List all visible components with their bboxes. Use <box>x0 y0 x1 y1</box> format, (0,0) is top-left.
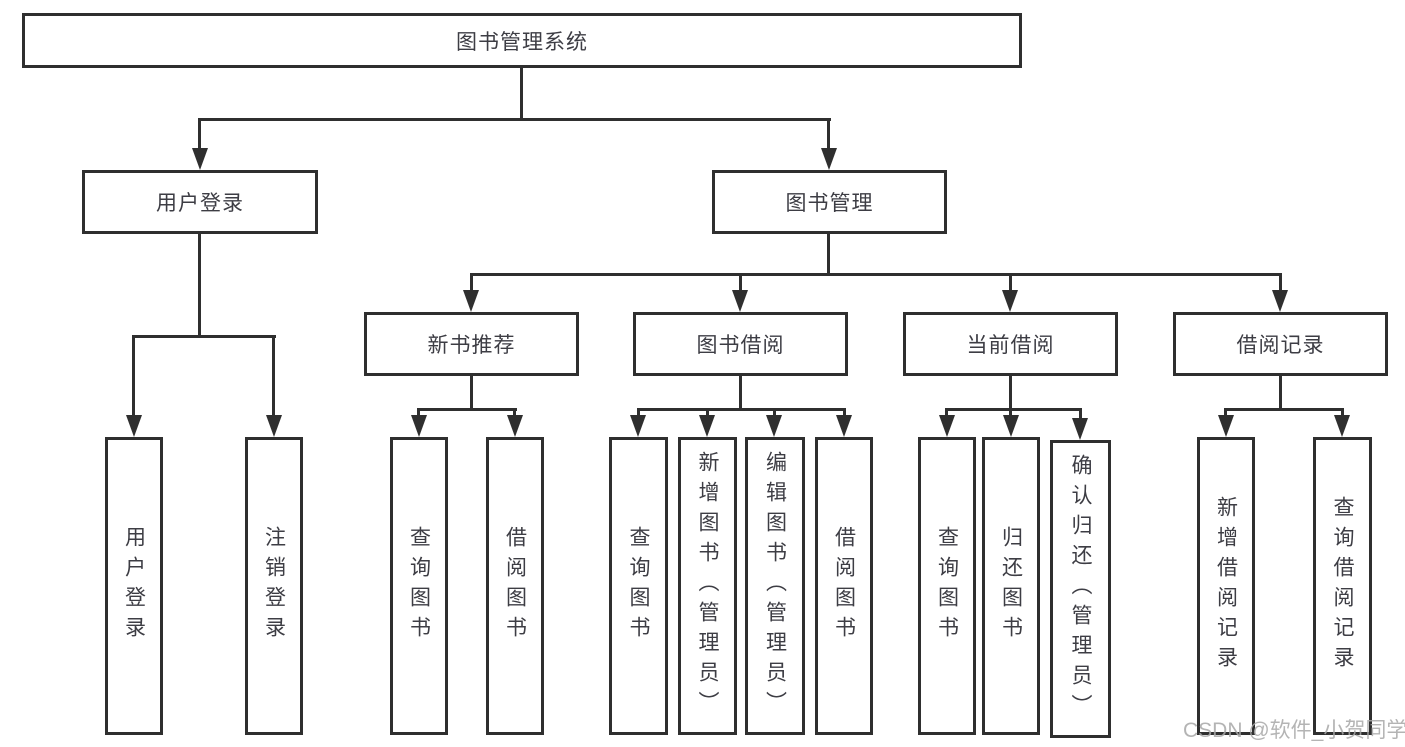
connector-line <box>470 273 473 295</box>
arrowhead-down-icon <box>1218 415 1234 437</box>
connector-line <box>513 408 516 420</box>
connector-line <box>199 118 831 121</box>
arrowhead-down-icon <box>126 415 142 437</box>
connector-line <box>198 118 201 154</box>
connector-line <box>1279 273 1282 295</box>
connector-line <box>132 335 135 419</box>
connector-line <box>1341 408 1344 420</box>
node-book-borrow-label: 图书借阅 <box>696 334 785 357</box>
node-current-borrow-label: 当前借阅 <box>966 334 1055 357</box>
connector-line <box>1224 408 1227 420</box>
connector-line <box>1079 408 1082 420</box>
leaf-current-query-books: 查询图书 <box>918 437 976 735</box>
arrowhead-down-icon <box>939 415 955 437</box>
leaf-records-query-record: 查询借阅记录 <box>1313 437 1372 735</box>
node-user-login-label: 用户登录 <box>156 192 244 215</box>
connector-line <box>706 408 709 420</box>
arrowhead-down-icon <box>411 415 427 437</box>
connector-line <box>945 408 948 420</box>
connector-line <box>418 408 517 411</box>
arrowhead-down-icon <box>821 148 837 170</box>
connector-line <box>739 273 742 295</box>
node-current-borrow: 当前借阅 <box>903 312 1118 376</box>
connector-line <box>417 408 420 420</box>
leaf-borrow-borrow-books: 借阅图书 <box>815 437 873 735</box>
arrowhead-down-icon <box>463 290 479 312</box>
connector-line <box>1225 408 1344 411</box>
arrowhead-down-icon <box>630 415 646 437</box>
arrowhead-down-icon <box>699 415 715 437</box>
leaf-current-return-books: 归还图书 <box>982 437 1040 735</box>
csdn-watermark: CSDN @软件_小贺同学 <box>1183 719 1405 742</box>
node-borrow-records: 借阅记录 <box>1173 312 1388 376</box>
connector-line <box>773 408 776 420</box>
connector-line <box>1009 408 1012 420</box>
node-book-management-label: 图书管理 <box>785 192 874 215</box>
connector-line <box>470 273 1282 276</box>
arrowhead-down-icon <box>1003 415 1019 437</box>
leaf-newbook-borrow-books: 借阅图书 <box>486 437 544 735</box>
connector-line <box>637 408 640 420</box>
node-book-borrow: 图书借阅 <box>633 312 848 376</box>
leaf-borrow-edit-books-admin: 编辑图书（管理员） <box>745 437 805 735</box>
connector-line <box>827 118 830 154</box>
leaf-borrow-query-books: 查询图书 <box>609 437 668 735</box>
connector-line <box>1279 376 1282 408</box>
arrowhead-down-icon <box>1272 290 1288 312</box>
connector-line <box>1009 376 1012 408</box>
arrowhead-down-icon <box>766 415 782 437</box>
connector-line <box>1009 273 1012 295</box>
connector-line <box>133 335 276 338</box>
leaf-newbook-query-books: 查询图书 <box>390 437 448 735</box>
node-user-login: 用户登录 <box>82 170 318 234</box>
arrowhead-down-icon <box>266 415 282 437</box>
node-new-book-recommend-label: 新书推荐 <box>427 334 516 357</box>
leaf-logout: 注销登录 <box>245 437 303 735</box>
connector-line <box>198 234 201 335</box>
arrowhead-down-icon <box>1002 290 1018 312</box>
connector-line <box>827 234 830 273</box>
node-new-book-recommend: 新书推荐 <box>364 312 579 376</box>
leaf-user-login: 用户登录 <box>105 437 163 735</box>
node-root-library-system: 图书管理系统 <box>22 13 1022 68</box>
arrowhead-down-icon <box>1072 418 1088 440</box>
connector-line <box>272 335 275 419</box>
connector-line <box>739 376 742 408</box>
arrowhead-down-icon <box>507 415 523 437</box>
node-borrow-records-label: 借阅记录 <box>1236 334 1325 357</box>
node-root-label: 图书管理系统 <box>456 30 588 54</box>
arrowhead-down-icon <box>192 148 208 170</box>
leaf-records-add-record: 新增借阅记录 <box>1197 437 1255 735</box>
connector-line <box>470 376 473 408</box>
node-book-management: 图书管理 <box>712 170 947 234</box>
arrowhead-down-icon <box>732 290 748 312</box>
arrowhead-down-icon <box>836 415 852 437</box>
connector-line <box>945 408 1082 411</box>
connector-line <box>843 408 846 420</box>
leaf-current-confirm-return-admin: 确认归还（管理员） <box>1050 440 1111 738</box>
connector-line <box>637 408 846 411</box>
arrowhead-down-icon <box>1334 415 1350 437</box>
connector-line <box>520 68 523 118</box>
leaf-borrow-add-books-admin: 新增图书（管理员） <box>678 437 737 735</box>
